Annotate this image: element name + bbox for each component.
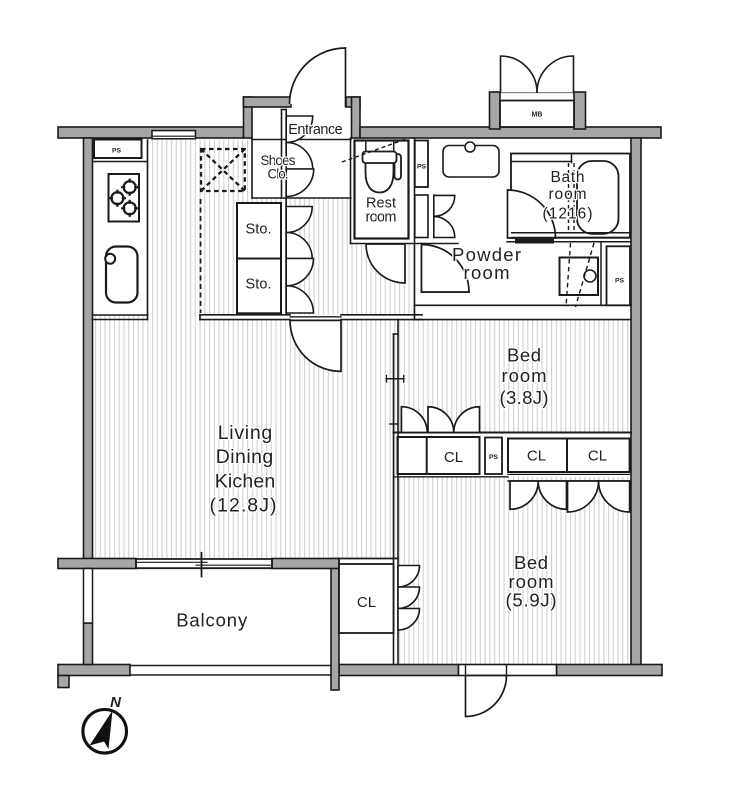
svg-text:room: room: [464, 262, 510, 283]
svg-text:room: room: [509, 571, 554, 592]
svg-text:CL: CL: [357, 594, 376, 611]
svg-text:N: N: [110, 694, 122, 711]
svg-text:MB: MB: [532, 112, 543, 119]
svg-text:Shoes: Shoes: [261, 153, 296, 168]
svg-text:(12.8J): (12.8J): [210, 495, 277, 517]
svg-text:Bed: Bed: [507, 345, 541, 366]
svg-text:Bed: Bed: [514, 552, 548, 573]
svg-text:PS: PS: [615, 278, 625, 285]
svg-text:Bath: Bath: [551, 169, 585, 186]
svg-text:PS: PS: [112, 147, 122, 154]
svg-text:Sto.: Sto.: [246, 222, 272, 238]
svg-text:(5.9J): (5.9J): [506, 590, 557, 611]
svg-text:room: room: [502, 365, 547, 386]
svg-text:Entrance: Entrance: [288, 122, 343, 138]
svg-text:Kichen: Kichen: [215, 471, 276, 493]
svg-text:room: room: [366, 210, 397, 226]
svg-text:Living: Living: [218, 422, 273, 444]
svg-text:Powder: Powder: [452, 244, 521, 265]
svg-text:room: room: [549, 186, 587, 203]
svg-text:(3.8J): (3.8J): [500, 387, 549, 408]
svg-text:Clo.: Clo.: [268, 167, 289, 182]
svg-text:CL: CL: [588, 448, 607, 465]
svg-text:Dining: Dining: [216, 446, 274, 468]
svg-text:CL: CL: [527, 448, 546, 465]
svg-text:PS: PS: [417, 164, 427, 171]
svg-text:PS: PS: [489, 454, 499, 461]
svg-text:CL: CL: [444, 449, 463, 466]
svg-text:(1216): (1216): [543, 206, 593, 223]
svg-text:Sto.: Sto.: [246, 277, 272, 293]
svg-text:Balcony: Balcony: [176, 610, 248, 631]
svg-text:Rest: Rest: [366, 196, 396, 212]
